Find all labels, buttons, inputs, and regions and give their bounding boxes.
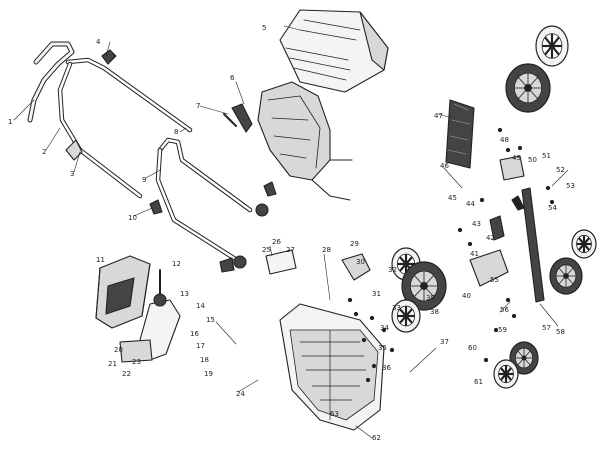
wheel-tire: [505, 63, 551, 113]
part-number-label: 54: [548, 204, 557, 212]
part-number-label: 21: [108, 360, 117, 368]
part-number-label: 22: [122, 370, 131, 378]
part-number-label: 46: [440, 162, 449, 170]
part-number-label: 52: [556, 166, 565, 174]
axle: [445, 99, 475, 169]
part-number-label: 34: [380, 324, 389, 332]
wheel-tire: [549, 257, 583, 295]
part-number-label: 27: [286, 246, 295, 254]
part-number-label: 11: [96, 256, 105, 264]
part-number-label: 2: [42, 148, 46, 156]
part-number-label: 63: [330, 410, 339, 418]
part-number-label: 55: [490, 276, 499, 284]
part-number-label: 57: [542, 324, 551, 332]
part-number-label: 10: [128, 214, 137, 222]
part-number-label: 33: [392, 304, 401, 312]
part-number-label: 19: [204, 370, 213, 378]
part-number-label: 42: [486, 234, 495, 242]
part-number-label: 60: [468, 344, 477, 352]
part-number-label: 8: [174, 128, 178, 136]
wheel-tire: [509, 341, 539, 375]
wheels: [391, 25, 597, 389]
part-number-label: 24: [236, 390, 245, 398]
part-number-label: 3: [70, 170, 74, 178]
part-number-label: 59: [498, 326, 507, 334]
part-number-label: 62: [372, 434, 381, 442]
part-number-label: 44: [466, 200, 475, 208]
part-number-label: 30: [356, 258, 365, 266]
part-number-label: 37: [440, 338, 449, 346]
part-number-label: 15: [206, 316, 215, 324]
part-number-label: 40: [462, 292, 471, 300]
clips: [149, 103, 277, 273]
height-adjuster: [469, 155, 525, 287]
wheel-hub: [493, 359, 519, 389]
mower-deck: [279, 303, 385, 431]
wheel-tire: [401, 261, 447, 311]
part-number-label: 13: [180, 290, 189, 298]
leader-lines: [13, 25, 569, 439]
part-number-label: 7: [196, 102, 200, 110]
part-number-label: 51: [542, 152, 551, 160]
part-number-label: 47: [434, 112, 443, 120]
grass-bag-frame: [257, 81, 353, 201]
part-number-label: 20: [114, 346, 123, 354]
part-number-label: 32: [388, 266, 397, 274]
switch-box: [95, 255, 151, 329]
part-number-label: 9: [142, 176, 146, 184]
part-number-label: 28: [322, 246, 331, 254]
part-number-label: 1: [8, 118, 12, 126]
lower-handle: [155, 137, 269, 269]
part-number-label: 4: [96, 38, 101, 46]
part-number-label: 5: [262, 24, 266, 32]
part-number-label: 36: [382, 364, 391, 372]
part-number-label: 43: [472, 220, 481, 228]
part-number-label: 29: [350, 240, 359, 248]
wheel-hub: [571, 229, 597, 259]
small-parts: [347, 127, 555, 383]
upper-handle: [27, 41, 193, 199]
part-number-label: 39: [426, 294, 435, 302]
part-number-label: 61: [474, 378, 483, 386]
rear-flap: [265, 249, 371, 281]
part-number-label: 50: [528, 156, 537, 164]
blade: [511, 187, 545, 303]
part-number-label: 23: [132, 358, 141, 366]
part-number-label: 41: [470, 250, 479, 258]
part-number-label: 49: [512, 154, 521, 162]
part-number-label: 26: [272, 238, 281, 246]
grass-bag: [279, 9, 389, 93]
part-number-label: 58: [556, 328, 565, 336]
wheel-hub: [391, 299, 421, 333]
part-number-label: 18: [200, 356, 209, 364]
part-number-label: 12: [172, 260, 181, 268]
part-number-label: 45: [448, 194, 457, 202]
part-number-label: 56: [500, 306, 509, 314]
part-number-label: 53: [566, 182, 575, 190]
part-number-label: 17: [196, 342, 205, 350]
part-number-label: 25: [262, 246, 271, 254]
cord-assembly: [119, 269, 181, 363]
part-number-label: 16: [190, 330, 199, 338]
wheel-hub: [535, 25, 569, 67]
part-number-label: 48: [500, 136, 509, 144]
part-number-label: 14: [196, 302, 205, 310]
part-number-label: 38: [430, 308, 439, 316]
part-number-label: 6: [230, 74, 235, 82]
part-number-label: 35: [378, 344, 387, 352]
part-number-label: 31: [372, 290, 381, 298]
